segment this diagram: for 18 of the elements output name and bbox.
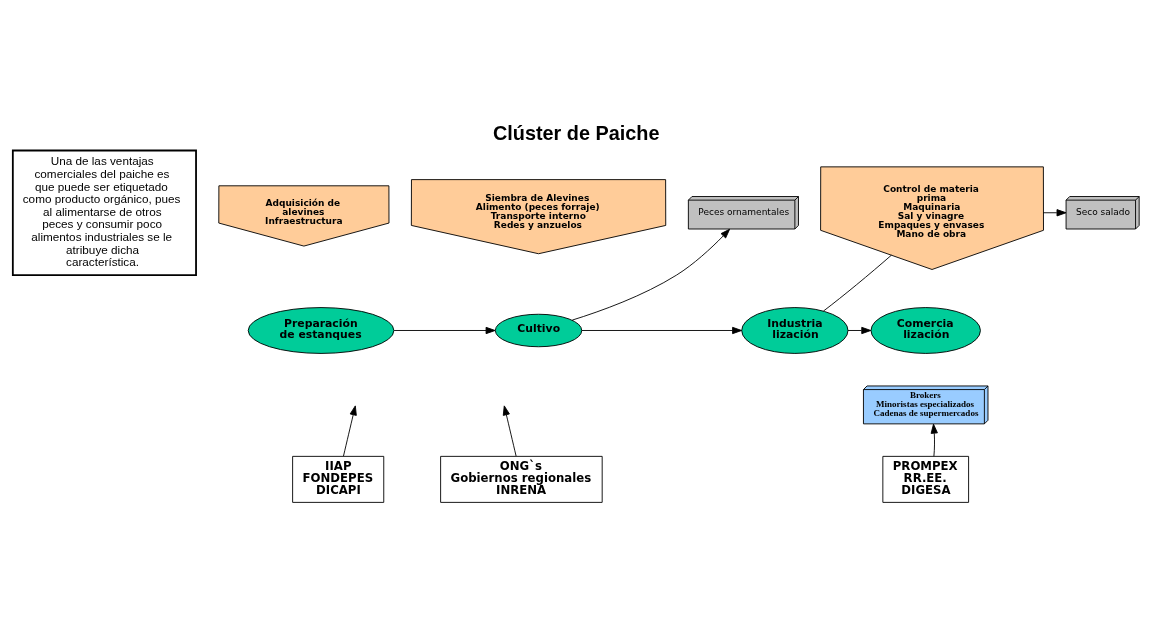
node-box: IIAP FONDEPES DICAPI — [292, 455, 385, 503]
arrow — [930, 423, 938, 457]
node-box: Una de las ventajas comerciales del paiche es que puede ser etiquetado como producto orgánico, pues al alimentarse de otros peces y consumir poco alimentos industriales se le atribuye dicha característica. — [11, 149, 197, 276]
node-box: ONG`s Gobiernos regionales INRENA — [440, 455, 603, 503]
arrow — [847, 326, 872, 334]
node-ellipse: Industria lización — [741, 306, 849, 354]
node-ellipse: Preparación de estanques — [247, 306, 395, 354]
arrow — [571, 228, 731, 321]
arrow — [502, 404, 517, 457]
diagram-title: Clúster de Paiche — [492, 121, 660, 144]
arrow — [393, 326, 496, 334]
arrow — [581, 326, 743, 334]
node-box: PROMPEX RR.EE. DIGESA — [882, 455, 970, 503]
connector — [823, 254, 892, 311]
arrow — [1042, 208, 1067, 216]
node-ellipse: Comercia lización — [870, 306, 981, 354]
node-ellipse: Cultivo — [494, 313, 583, 347]
arrow — [343, 404, 357, 457]
